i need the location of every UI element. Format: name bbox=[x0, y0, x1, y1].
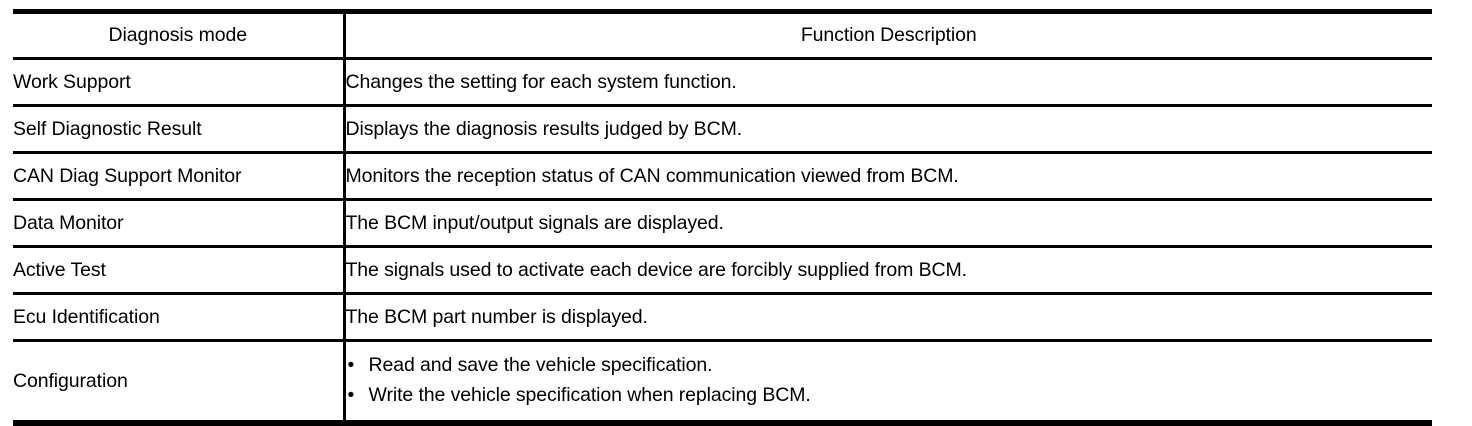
cell-diagnosis-mode: CAN Diag Support Monitor bbox=[13, 152, 346, 201]
table-row: Ecu Identification The BCM part number i… bbox=[13, 293, 1432, 342]
column-header-function-description: Function Description bbox=[344, 9, 1432, 60]
list-item-label: Read and save the vehicle specification. bbox=[368, 354, 713, 377]
table-row: Self Diagnostic Result Displays the diag… bbox=[13, 105, 1432, 154]
table-row: CAN Diag Support Monitor Monitors the re… bbox=[13, 152, 1432, 201]
cell-diagnosis-mode: Configuration bbox=[13, 340, 346, 426]
cell-diagnosis-mode: Ecu Identification bbox=[13, 293, 346, 342]
cell-function-description: Displays the diagnosis results judged by… bbox=[344, 105, 1432, 154]
table-header-row: Diagnosis mode Function Description bbox=[13, 9, 1432, 60]
cell-diagnosis-mode: Active Test bbox=[13, 246, 346, 295]
cell-diagnosis-mode: Data Monitor bbox=[13, 199, 346, 248]
list-item: • Write the vehicle specification when r… bbox=[346, 381, 1433, 411]
table-header: Diagnosis mode Function Description bbox=[13, 9, 1432, 60]
cell-function-description: Monitors the reception status of CAN com… bbox=[344, 152, 1432, 201]
cell-function-description: The signals used to activate each device… bbox=[344, 246, 1432, 295]
bullet-icon: • bbox=[347, 354, 355, 377]
list-item-label: Write the vehicle specification when rep… bbox=[368, 384, 811, 406]
table-row: Data Monitor The BCM input/output signal… bbox=[13, 199, 1432, 248]
configuration-bullet-list: • Read and save the vehicle specificatio… bbox=[346, 351, 1433, 410]
table-row: Configuration • Read and save the vehicl… bbox=[13, 340, 1433, 426]
column-header-diagnosis-mode: Diagnosis mode bbox=[13, 9, 346, 60]
cell-diagnosis-mode: Work Support bbox=[13, 58, 346, 107]
table-row: Work Support Changes the setting for eac… bbox=[13, 58, 1432, 107]
cell-function-description: Changes the setting for each system func… bbox=[344, 58, 1432, 107]
bullet-icon: • bbox=[347, 384, 355, 406]
cell-function-description: The BCM part number is displayed. bbox=[344, 293, 1432, 342]
cell-function-description: The BCM input/output signals are display… bbox=[344, 199, 1432, 248]
cell-diagnosis-mode: Self Diagnostic Result bbox=[13, 105, 346, 154]
diagnosis-mode-table: Diagnosis mode Function Description Work… bbox=[13, 9, 1432, 426]
table-row: Active Test The signals used to activate… bbox=[13, 246, 1432, 295]
cell-function-description: • Read and save the vehicle specificatio… bbox=[344, 340, 1433, 426]
list-item: • Read and save the vehicle specificatio… bbox=[346, 351, 1433, 381]
page-canvas: Diagnosis mode Function Description Work… bbox=[13, 9, 1432, 426]
table-body: Work Support Changes the setting for eac… bbox=[13, 58, 1433, 426]
